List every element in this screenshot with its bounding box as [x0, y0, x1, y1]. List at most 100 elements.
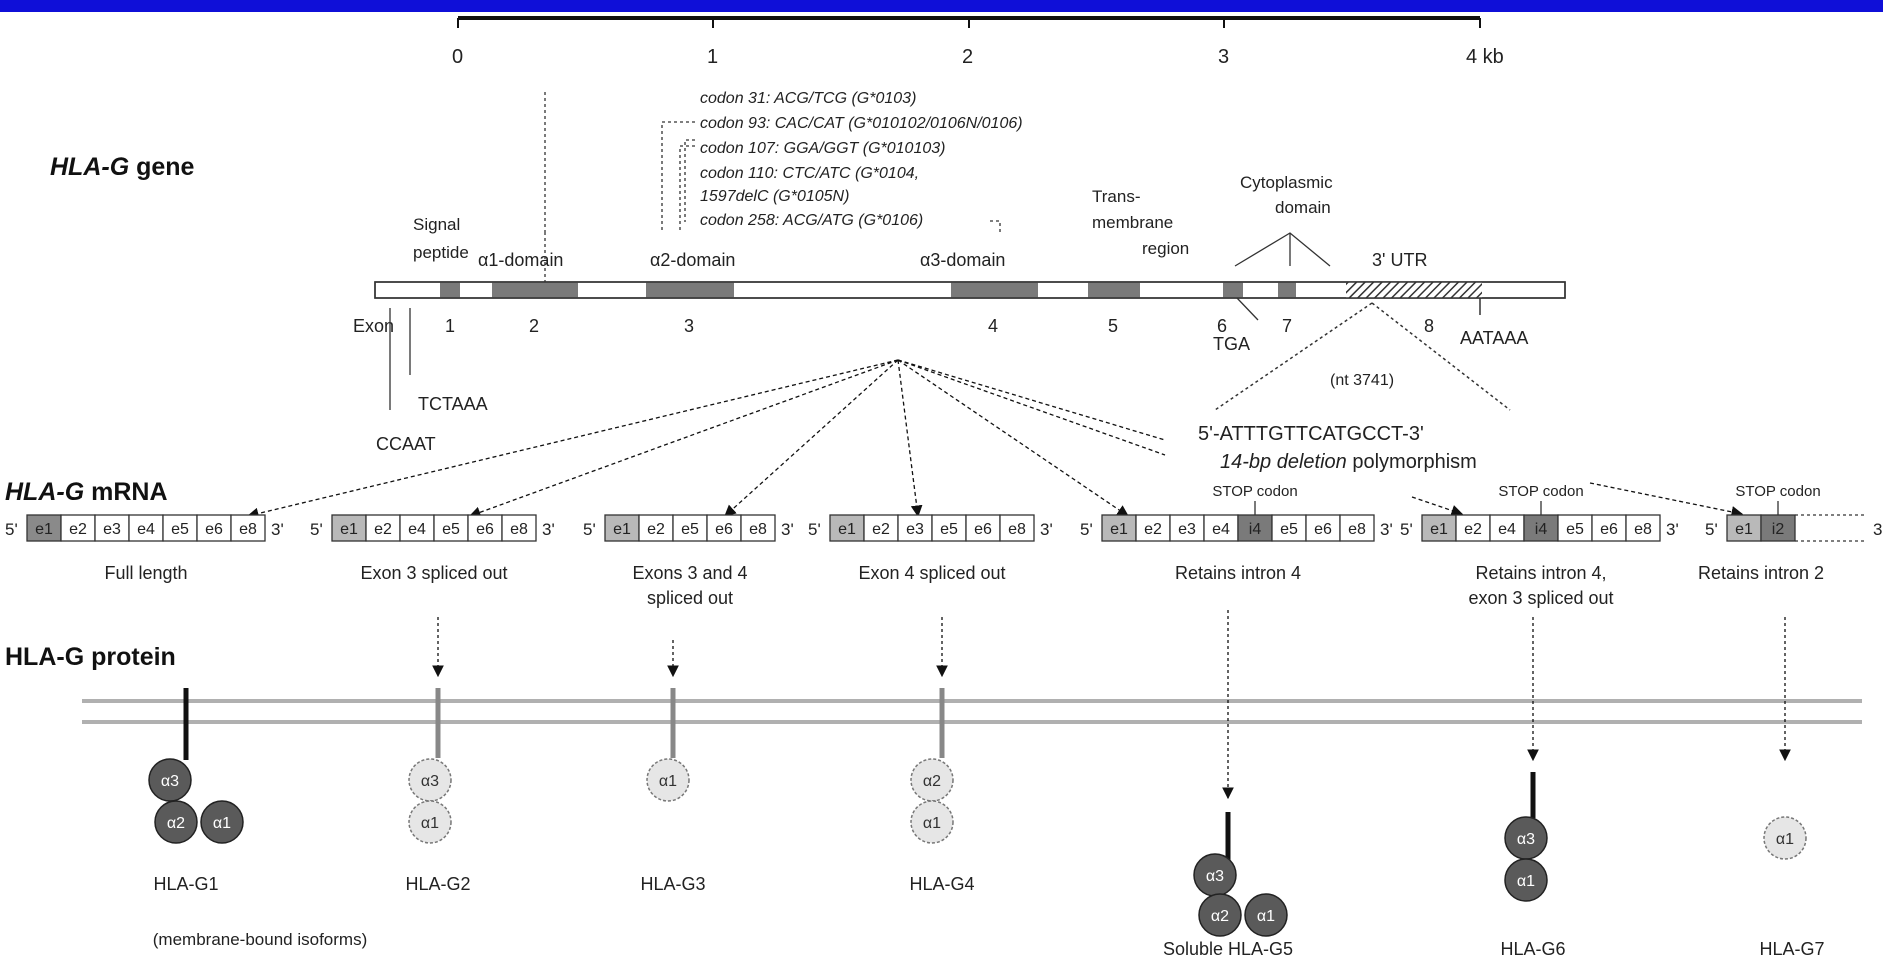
utr-zoom-line	[1371, 302, 1511, 411]
exon-box-label: e6	[205, 521, 223, 538]
scale-label-4kb: 4 kb	[1466, 46, 1504, 68]
promoter-elements: TCTAAA CCAAT	[376, 308, 488, 454]
three-prime-label: 3'	[271, 520, 284, 539]
cytoplasmic-label-1: Cytoplasmic	[1240, 173, 1333, 192]
exon-box-e6	[467, 514, 503, 542]
exon-box-label: e8	[510, 521, 528, 538]
exon-box-label: e1	[1735, 521, 1753, 538]
membrane-bound-note: (membrane-bound isoforms)	[153, 930, 367, 949]
exon-1-block	[440, 282, 460, 298]
three-prime-label: 3'	[1666, 520, 1679, 539]
isoform-name: HLA-G1	[153, 874, 218, 894]
exon-label: Exon	[353, 316, 394, 336]
codon-107-label: codon 107: GGA/GGT (G*010103)	[700, 140, 945, 157]
exon-box-label: e3	[906, 521, 924, 538]
exon-box-label: e4	[137, 521, 155, 538]
exon-box-e1	[829, 514, 865, 542]
exon-box-e4	[399, 514, 435, 542]
exon-box-label: e1	[340, 521, 358, 538]
exon-box-e4	[128, 514, 164, 542]
exon-box-label: e6	[715, 521, 733, 538]
three-prime-label: 3'	[542, 520, 555, 539]
deletion-sequence: 5'-ATTTGTTCATGCCT-3'	[1198, 423, 1424, 445]
domain-label: α2	[167, 815, 185, 832]
transcript-caption: Exons 3 and 4	[632, 563, 747, 583]
codon-258-label: codon 258: ACG/ATG (G*0106)	[700, 212, 923, 229]
alpha2-domain-label: α2-domain	[650, 250, 735, 270]
splice-arrow-g4	[897, 359, 923, 518]
exon-box-label: e8	[1348, 521, 1366, 538]
exon-box-e6	[965, 514, 1001, 542]
exon-box-label: e1	[838, 521, 856, 538]
exon-box-e2	[863, 514, 899, 542]
isoform-name: HLA-G3	[640, 874, 705, 894]
domain-circle	[408, 800, 452, 844]
scale-label-1: 1	[707, 46, 718, 68]
five-prime-label: 5'	[310, 520, 323, 539]
domain-circle	[910, 800, 954, 844]
exon-number-8: 8	[1424, 316, 1434, 336]
exon-box-i2	[1760, 514, 1796, 542]
nt-3741-label: (nt 3741)	[1330, 372, 1394, 389]
exon-box-label: e1	[35, 521, 53, 538]
tga-pointer	[1236, 297, 1259, 321]
exon-number-1: 1	[445, 316, 455, 336]
splice-arrow-g5	[897, 359, 1129, 517]
exon-box-label: e4	[1498, 521, 1516, 538]
deletion-polymorphism: (nt 3741) 5'-ATTTGTTCATGCCT-3' 14-bp del…	[1198, 302, 1511, 473]
alpha1-domain-label: α1-domain	[478, 250, 563, 270]
alpha3-domain-label: α3-domain	[920, 250, 1005, 270]
mrna-section-title: HLA-G mRNA	[5, 478, 168, 506]
exon-box-label: e2	[872, 521, 890, 538]
exon-box-e5	[162, 514, 198, 542]
transcript-caption: Exon 3 spliced out	[360, 563, 507, 583]
exon-box-e3	[94, 514, 130, 542]
ccaat-label: CCAAT	[376, 434, 436, 454]
exon-7-block	[1278, 282, 1296, 298]
five-prime-label: 5'	[1705, 520, 1718, 539]
splice-arrow-g3	[724, 359, 899, 517]
exon-box-label: e5	[171, 521, 189, 538]
frame-top-bar	[0, 0, 1883, 12]
five-prime-label: 5'	[1080, 520, 1093, 539]
transcript-caption: Retains intron 4	[1175, 563, 1301, 583]
exon-box-label: e1	[1110, 521, 1128, 538]
exon-box-e3	[1169, 514, 1205, 542]
transcript-caption: Retains intron 4,	[1475, 563, 1606, 583]
exon-box-label: e4	[1212, 521, 1230, 538]
splice-arrow-g7	[897, 359, 1166, 456]
codon-93-label: codon 93: CAC/CAT (G*010102/0106N/0106)	[700, 115, 1023, 132]
isoform-name: HLA-G2	[405, 874, 470, 894]
transcript-caption: exon 3 spliced out	[1468, 588, 1613, 608]
exon-box-e8	[999, 514, 1035, 542]
codon-connector	[679, 145, 695, 232]
stop-codon-label: STOP codon	[1498, 483, 1583, 500]
domain-label: α3	[1206, 868, 1224, 885]
isoform-name: HLA-G6	[1500, 939, 1565, 959]
domain-label: α1	[923, 815, 941, 832]
gene-outline	[374, 281, 1566, 299]
deletion-polymorphism-label: 14-bp deletion polymorphism	[1220, 451, 1477, 473]
transcript-caption: Retains intron 2	[1698, 563, 1824, 583]
exon-numbers: Exon 1 2 3 4 5 6 7 8 TGA AATAAA	[353, 297, 1528, 354]
exon-box-e3	[897, 514, 933, 542]
transcript-caption: Exon 4 spliced out	[858, 563, 1005, 583]
scale-label-2: 2	[962, 46, 973, 68]
domain-label: α1	[659, 773, 677, 790]
exon-box-label: e5	[681, 521, 699, 538]
tga-label: TGA	[1213, 334, 1250, 354]
exon-box-label: e8	[239, 521, 257, 538]
exon-box-e8	[230, 514, 266, 542]
deletion-italic: 14-bp deletion	[1220, 451, 1347, 473]
signal-peptide-label-1: Signal	[413, 215, 460, 234]
domain-label: α1	[1776, 831, 1794, 848]
deletion-rest: polymorphism	[1347, 451, 1477, 473]
exon-3-block	[646, 282, 734, 298]
exon-box-label: e5	[1566, 521, 1584, 538]
